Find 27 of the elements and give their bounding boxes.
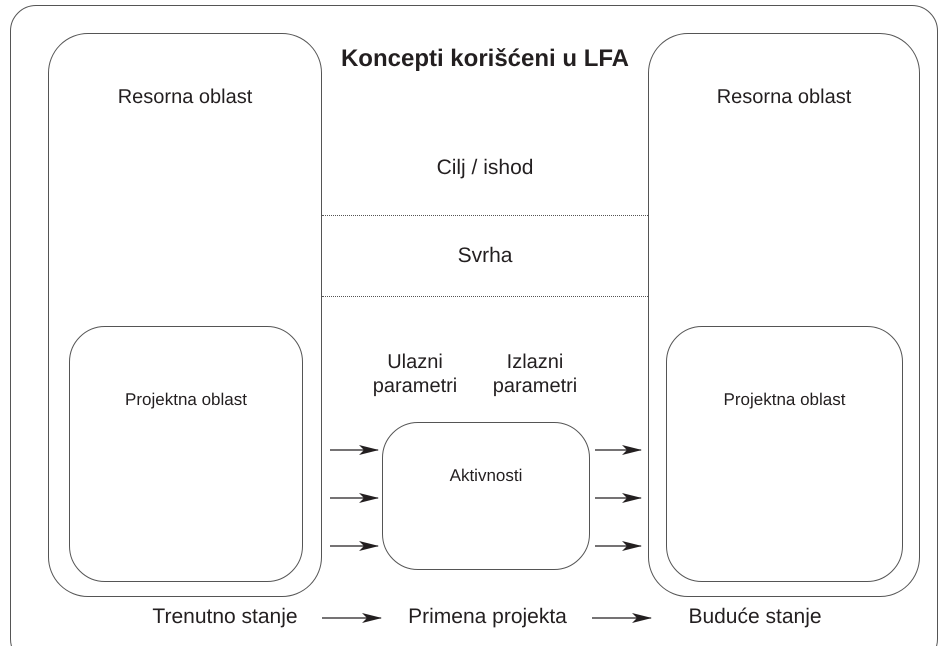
process-box xyxy=(382,422,590,570)
arrow xyxy=(595,493,642,503)
region-box xyxy=(48,33,322,597)
parameter-label: Ulazni parametri xyxy=(372,350,458,398)
arrow xyxy=(595,541,642,551)
process-box xyxy=(69,326,303,582)
arrow xyxy=(330,493,379,503)
node-text: Primena projekta xyxy=(408,604,567,630)
node-text: Buduće stanje xyxy=(688,604,822,630)
node-text: Projektna oblast xyxy=(125,389,247,411)
node-text: Svrha xyxy=(458,243,512,270)
node-text: Projektna oblast xyxy=(724,389,846,411)
node-text: Resorna oblast xyxy=(118,85,252,110)
parameter-label: Izlazni parametri xyxy=(492,350,578,398)
arrow xyxy=(595,445,642,455)
band xyxy=(322,215,648,297)
region-box xyxy=(648,33,920,597)
arrow xyxy=(322,613,382,623)
arrow xyxy=(330,541,379,551)
arrow xyxy=(330,445,379,455)
node-text: Cilj / ishod xyxy=(436,154,534,181)
process-box xyxy=(666,326,903,582)
node-text: Resorna oblast xyxy=(716,85,852,110)
title: Koncepti korišćeni u LFA xyxy=(340,44,630,74)
arrow xyxy=(592,613,652,623)
node-text: Aktivnosti xyxy=(450,465,522,487)
node-text: Trenutno stanje xyxy=(152,604,298,630)
